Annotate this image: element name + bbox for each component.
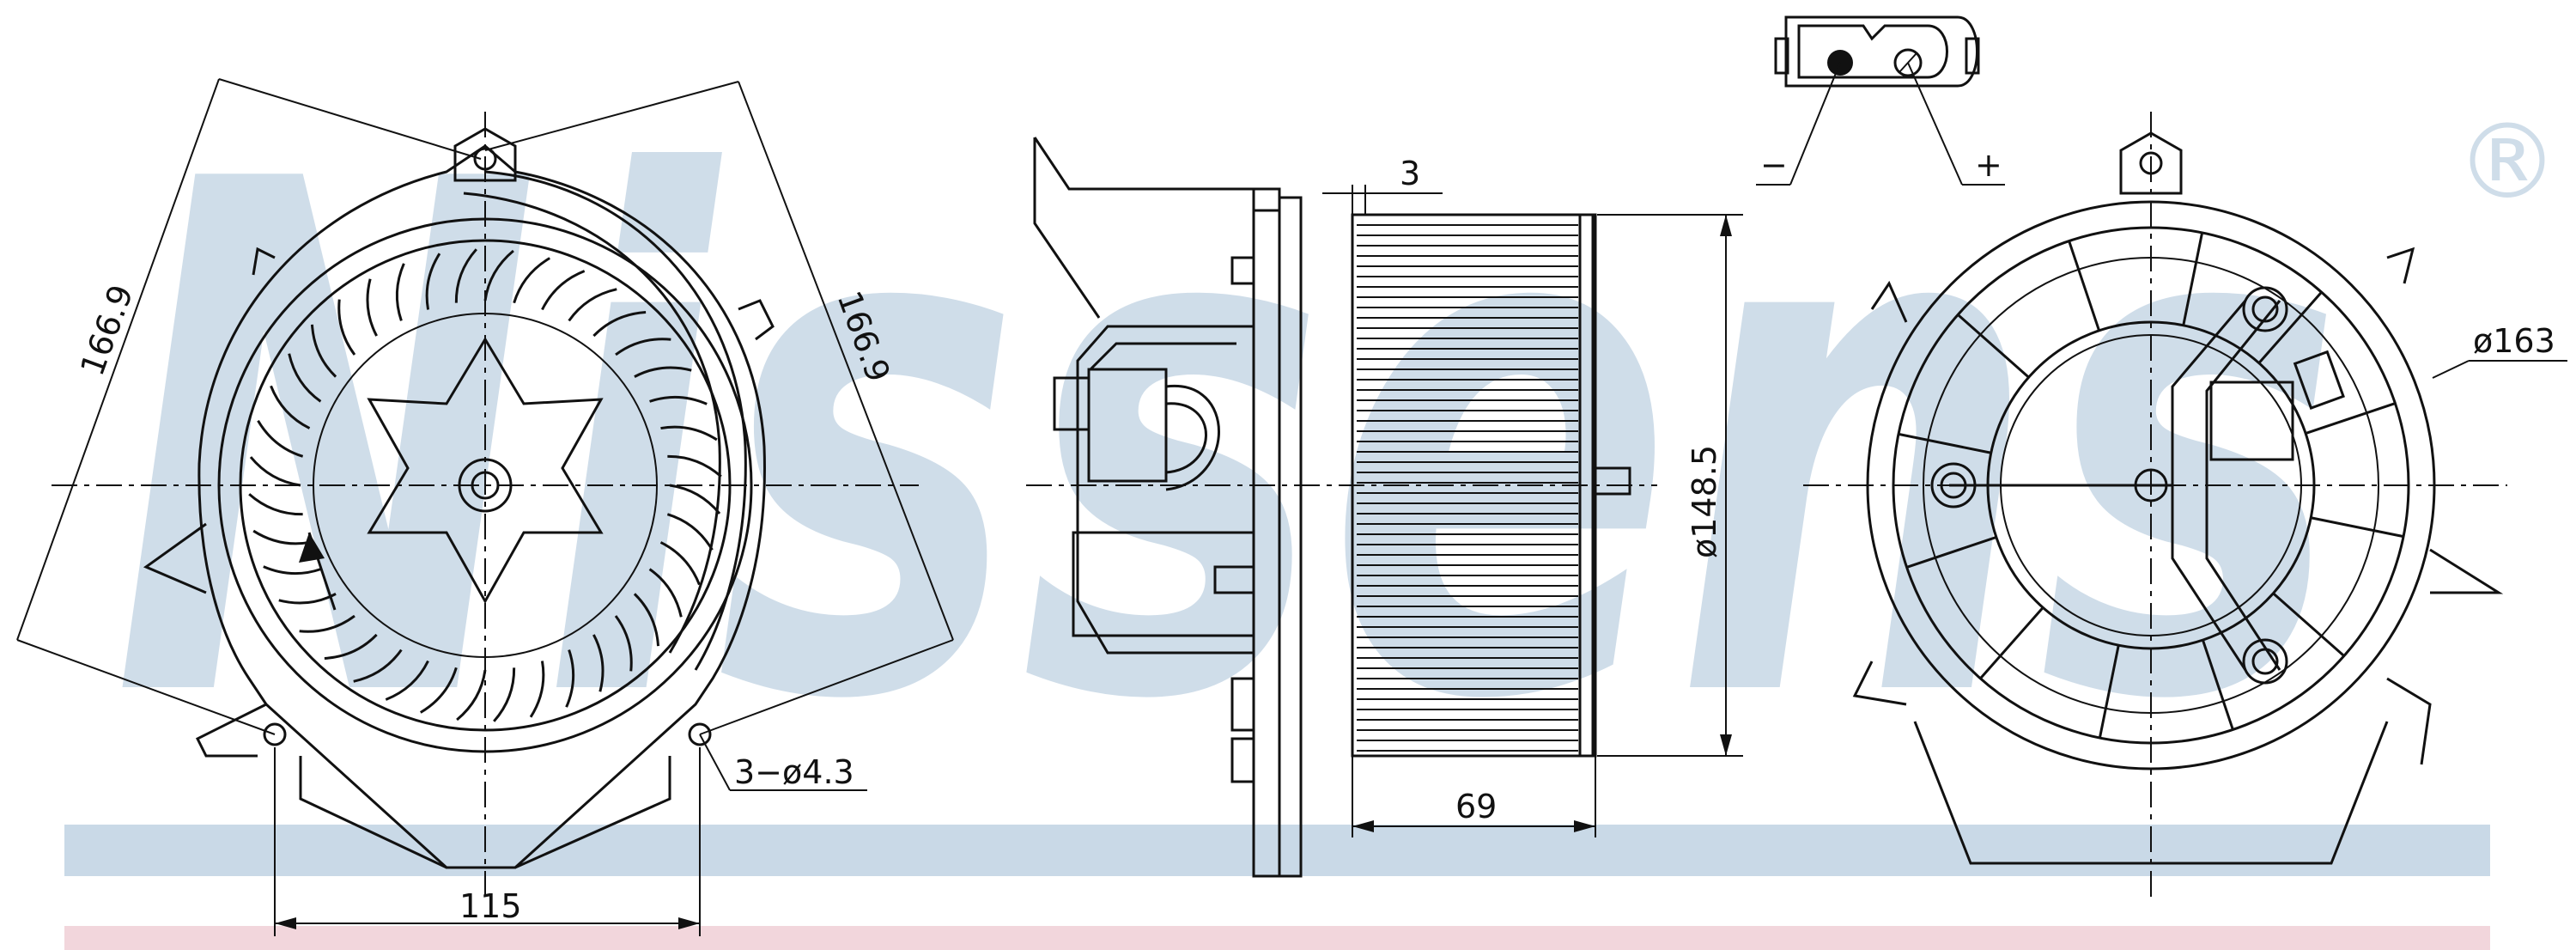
impeller-blade xyxy=(614,615,633,672)
rear-rib xyxy=(1979,606,2044,679)
rear-view: ø163 xyxy=(1803,112,2567,902)
impeller-blade xyxy=(568,288,617,322)
pin-positive xyxy=(1893,48,1923,77)
impeller-blade xyxy=(456,669,487,722)
fan-fins xyxy=(1357,224,1578,752)
impeller-blade xyxy=(667,454,722,478)
mount-hole-left xyxy=(263,722,287,746)
minus-label: − xyxy=(1760,146,1788,184)
impeller-blade xyxy=(288,353,322,403)
impeller-blade xyxy=(420,667,458,714)
impeller-blade xyxy=(493,667,516,722)
rear-rib xyxy=(1906,535,1997,569)
impeller-blade xyxy=(483,249,514,301)
impeller-blade xyxy=(659,541,701,586)
brand-band-pink xyxy=(64,926,2490,950)
impeller-blade xyxy=(660,425,718,442)
impeller-blade xyxy=(565,649,575,708)
impeller-blade xyxy=(270,385,311,429)
rear-rib xyxy=(1957,314,2030,379)
rear-rib xyxy=(2098,644,2120,739)
impeller-blade xyxy=(248,493,303,516)
impeller-blade xyxy=(592,634,605,692)
impeller-blade xyxy=(634,366,692,378)
dim-mounting-holes: 3−ø4.3 xyxy=(734,753,854,791)
brand-watermark: Nissens xyxy=(112,34,2344,854)
side-view: 3 ø148.5 69 xyxy=(1026,137,1743,878)
dim-gap: 3 xyxy=(1400,155,1420,192)
rear-rib xyxy=(2305,402,2396,435)
impeller-blade xyxy=(615,338,671,356)
impeller-blade xyxy=(366,278,378,337)
rear-ribs xyxy=(1898,232,2404,739)
impeller-blades xyxy=(248,248,722,722)
connector-detail: − + xyxy=(1756,15,2005,186)
impeller-blade xyxy=(669,484,721,515)
rear-rib xyxy=(2310,516,2404,539)
impeller-blade xyxy=(299,614,355,633)
plus-label: + xyxy=(1975,146,2002,184)
impeller-blade xyxy=(337,299,356,356)
impeller-blade xyxy=(395,263,405,321)
impeller-blade xyxy=(263,565,321,575)
impeller-blade xyxy=(541,270,586,311)
impeller-blade xyxy=(633,593,660,647)
rear-rib xyxy=(2068,241,2101,332)
impeller-blade xyxy=(385,660,429,701)
impeller-blade xyxy=(513,257,550,304)
rear-rib xyxy=(2182,232,2204,326)
rear-rib xyxy=(2201,639,2234,730)
impeller-blade xyxy=(353,649,403,683)
impeller-blade xyxy=(649,395,708,405)
rear-rib xyxy=(2257,291,2323,364)
impeller-blade xyxy=(648,568,683,618)
mount-hole-right xyxy=(688,722,712,746)
rear-rib xyxy=(2272,592,2345,657)
impeller-blade xyxy=(666,513,714,551)
impeller-blade xyxy=(252,529,310,545)
impeller-blade xyxy=(310,324,337,378)
dim-side-width: 69 xyxy=(1455,788,1497,825)
impeller-blade xyxy=(529,661,545,718)
dim-bottom-width: 115 xyxy=(459,887,522,925)
impeller-blade xyxy=(592,310,647,338)
dim-side-diameter: ø148.5 xyxy=(1686,445,1723,558)
rear-rib xyxy=(1898,432,1992,454)
impeller-blade xyxy=(324,633,378,661)
impeller-blade xyxy=(257,420,304,458)
impeller-blade xyxy=(425,253,441,310)
registered-mark: ® xyxy=(2456,103,2559,222)
impeller-blade xyxy=(454,248,477,303)
impeller-blade xyxy=(249,456,301,487)
dim-rear-diameter: ø163 xyxy=(2473,322,2555,360)
